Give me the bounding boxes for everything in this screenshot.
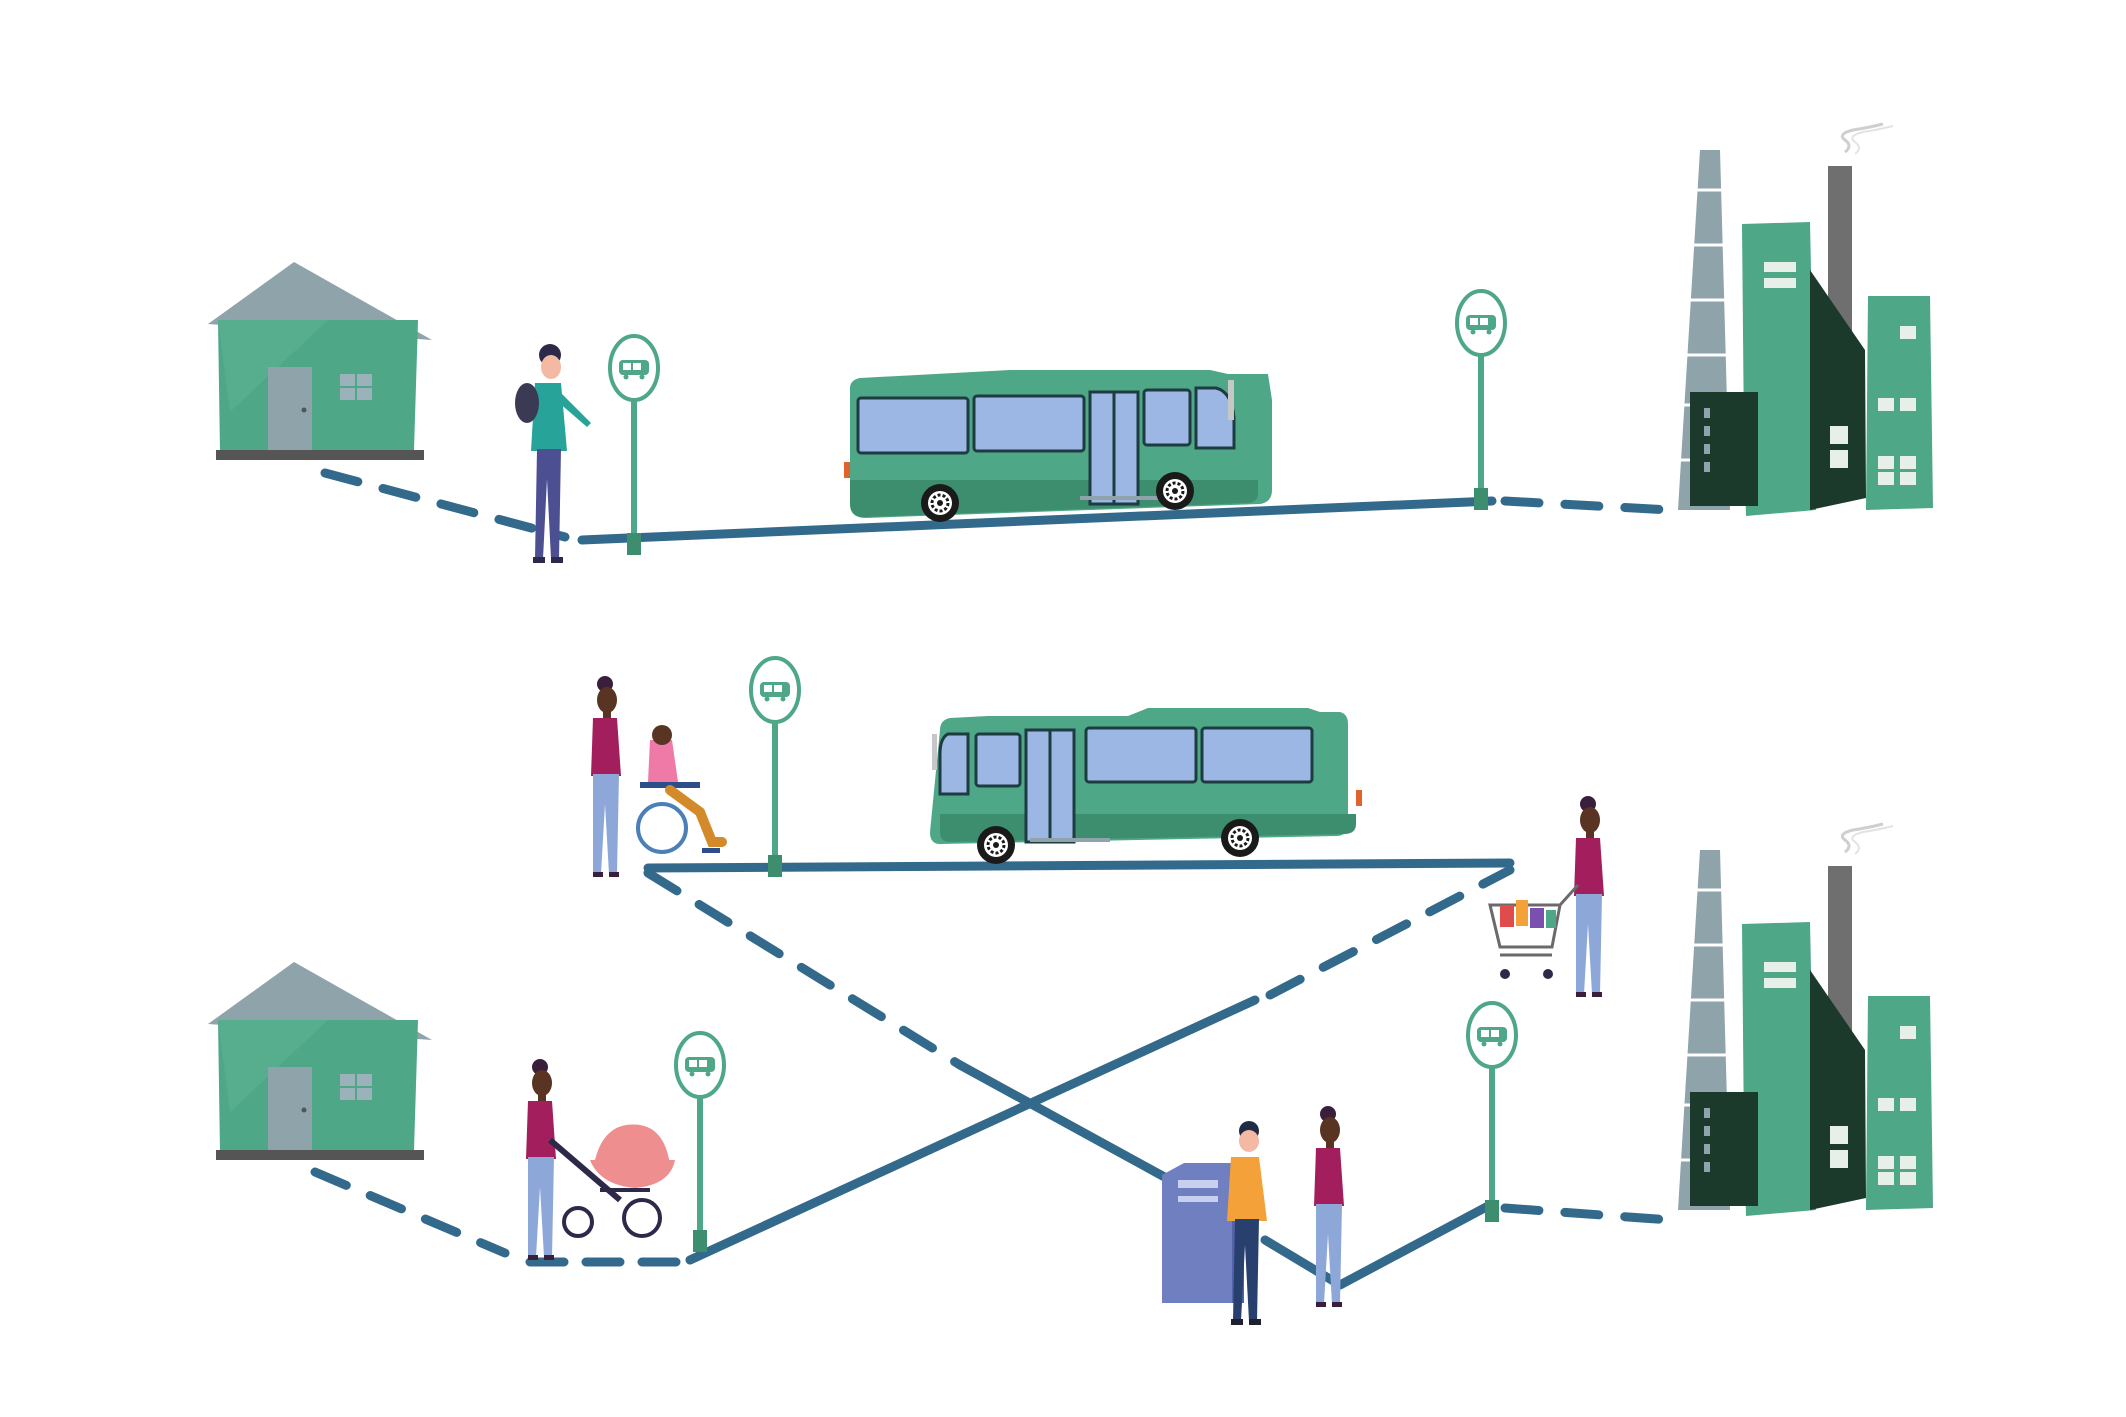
bus-stop-sign-icon (1466, 1001, 1518, 1224)
walking-man (515, 344, 591, 563)
walking-path-to-ticket-machine (643, 868, 965, 1070)
workplace-factory-icon (1676, 122, 1935, 518)
bus-route-line (577, 496, 1497, 545)
bus-stop-sign-icon (674, 1031, 726, 1254)
shopping-cart-icon (1488, 883, 1580, 979)
walking-path-home-to-stop (320, 468, 570, 542)
wheelchair-icon (636, 725, 727, 854)
pram-icon (548, 1124, 675, 1238)
bus-stop-sign-icon (608, 334, 660, 557)
bus-route-line (643, 858, 1515, 873)
woman-with-pram (526, 1059, 675, 1260)
bus-route-to-shopping (685, 995, 1260, 1265)
bus-wheel-icon (975, 824, 1017, 866)
workplace-factory-icon (1676, 822, 1935, 1218)
woman-with-shopping-cart (1488, 796, 1604, 997)
bus (930, 708, 1362, 844)
walking-path-stop-to-work (1500, 496, 1675, 515)
bus-route-to-work-stop (1260, 1200, 1495, 1290)
bus (844, 370, 1272, 518)
home-house-icon (208, 962, 432, 1160)
bus-wheel-icon (1219, 817, 1261, 859)
walking-path-home-to-stop (310, 1167, 510, 1258)
scene-trip-chaining-route (208, 656, 1935, 1325)
bus-route-to-ticket-machine (955, 1060, 1175, 1185)
bus-stop-sign-icon (749, 656, 801, 879)
man-at-ticket-machine (1227, 1121, 1267, 1325)
bus-wheel-icon (919, 482, 961, 524)
walking-path-stop-to-work (1500, 1203, 1675, 1225)
bus-stop-sign-icon (1455, 289, 1507, 512)
scene-direct-route (208, 122, 1935, 563)
walking-path-to-shopping (1265, 865, 1515, 1000)
bus-wheel-icon (1154, 470, 1196, 512)
woman-with-wheelchair-user (591, 676, 727, 877)
home-house-icon (208, 262, 432, 460)
